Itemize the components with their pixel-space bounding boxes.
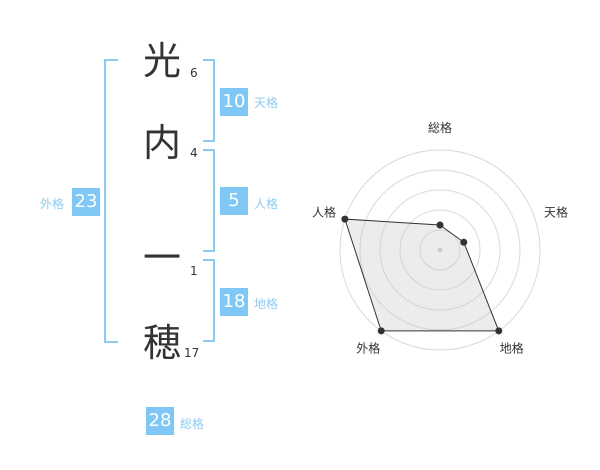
name-char-4: 穂	[142, 321, 181, 365]
chikaku-label: 地格	[254, 297, 279, 311]
tenkaku-value: 10	[220, 88, 248, 116]
name-char-3: 一	[142, 236, 181, 280]
tenkaku-bracket	[203, 59, 215, 142]
radar-axis-label-2: 天格	[544, 204, 568, 219]
radar-grid-ring	[359, 169, 521, 331]
stroke-count-4: 17	[184, 346, 200, 360]
radar-axis-label-4: 外格	[356, 341, 380, 356]
radar-axis-label-5: 人格	[312, 204, 336, 219]
soukaku-value: 28	[146, 407, 174, 435]
stroke-count-3: 1	[190, 264, 198, 278]
jinkaku-bracket	[203, 149, 215, 252]
name-char-1: 光	[142, 39, 181, 83]
stroke-count-2: 4	[190, 146, 198, 160]
radar-series-area	[344, 218, 500, 332]
chikaku-value: 18	[220, 288, 248, 316]
radar-point-5	[341, 215, 349, 223]
radar-axis-label-3: 地格	[500, 341, 524, 356]
gaikaku-label: 外格	[40, 197, 65, 211]
radar-center-dot	[437, 247, 443, 253]
radar-point-4	[377, 327, 385, 335]
radar-point-2	[460, 238, 468, 246]
radar-point-1	[436, 221, 444, 229]
radar-axis-label-1: 総格	[428, 120, 452, 135]
gaikaku-bracket	[104, 59, 118, 343]
tenkaku-label: 天格	[254, 96, 279, 110]
gaikaku-value: 23	[72, 188, 100, 216]
chikaku-bracket	[203, 259, 215, 342]
name-char-2: 内	[142, 121, 181, 165]
stroke-count-1: 6	[190, 66, 198, 80]
radar-grid-ring	[419, 229, 461, 271]
radar-grid-ring	[379, 189, 501, 311]
radar-grid-ring	[339, 149, 541, 351]
jinkaku-label: 人格	[254, 197, 279, 211]
radar-grid-ring	[399, 209, 481, 291]
jinkaku-value: 5	[220, 187, 248, 215]
soukaku-label: 総格	[180, 417, 205, 431]
radar-point-3	[495, 327, 503, 335]
